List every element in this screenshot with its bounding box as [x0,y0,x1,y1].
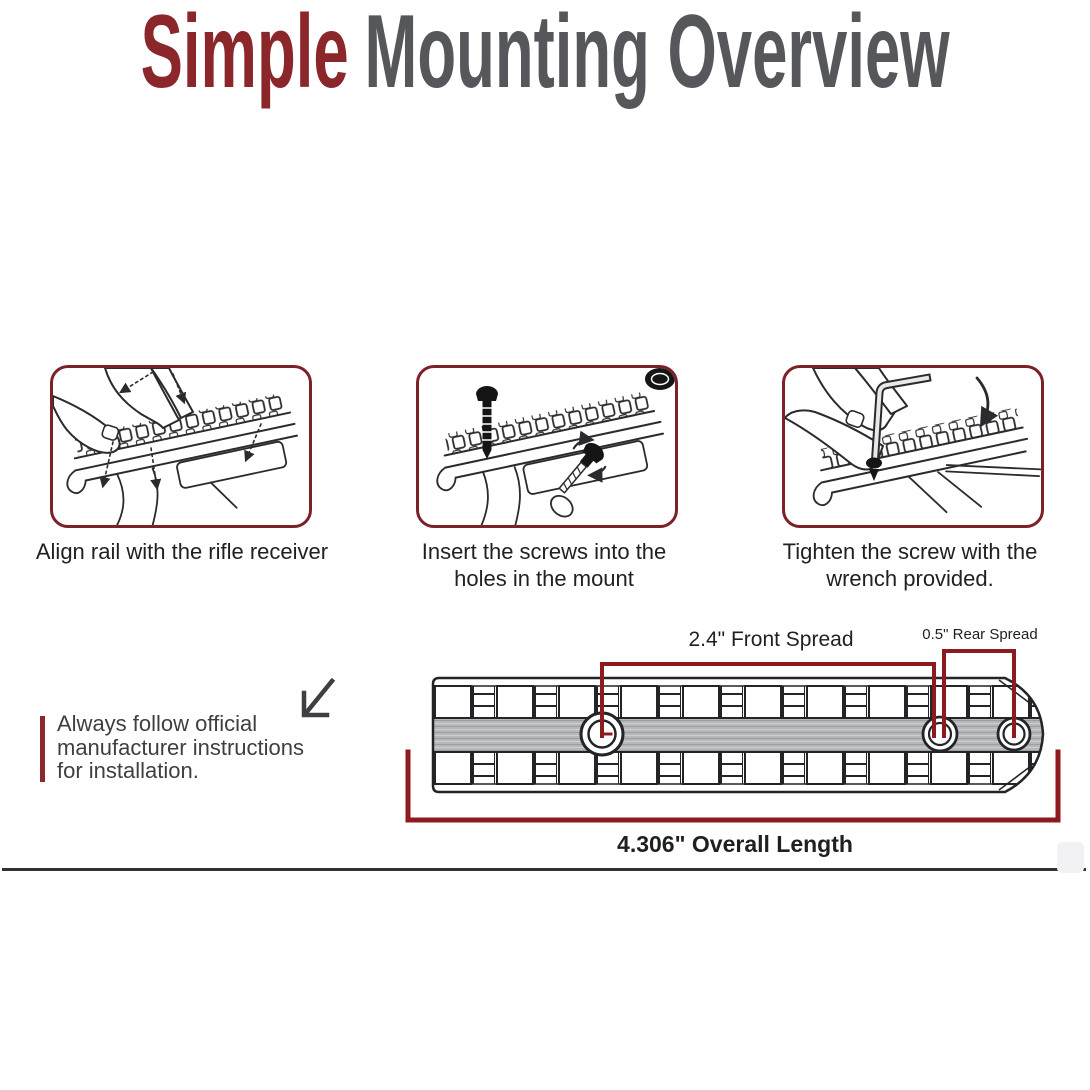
title-accent: Simple [140,0,349,110]
scrollbar-artifact [1057,842,1084,873]
step3-caption: Tighten the screw with the wrench provid… [782,539,1038,591]
overall-length-label: 4.306" Overall Length [617,831,853,857]
bottom-divider-line [2,868,1086,871]
rear-spread-label: 0.5" Rear Spread [922,626,1038,643]
step1-panel [50,365,312,528]
step2-panel [416,365,678,528]
step2-illustration [436,368,675,525]
step3-illustration [785,368,1041,514]
step3-panel [782,365,1044,528]
down-left-arrow-icon [301,677,336,718]
note-accent-bar [40,716,45,782]
rail-top-view-diagram [405,649,1061,823]
step1-illustration [53,368,298,525]
step1-caption: Align rail with the rifle receiver [35,539,329,564]
step2-caption: Insert the screws into the holes in the … [421,539,667,591]
title-rest: Mounting Overview [364,0,950,110]
note-text: Always follow official manufacturer inst… [57,711,304,783]
front-spread-label: 2.4" Front Spread [688,628,854,651]
